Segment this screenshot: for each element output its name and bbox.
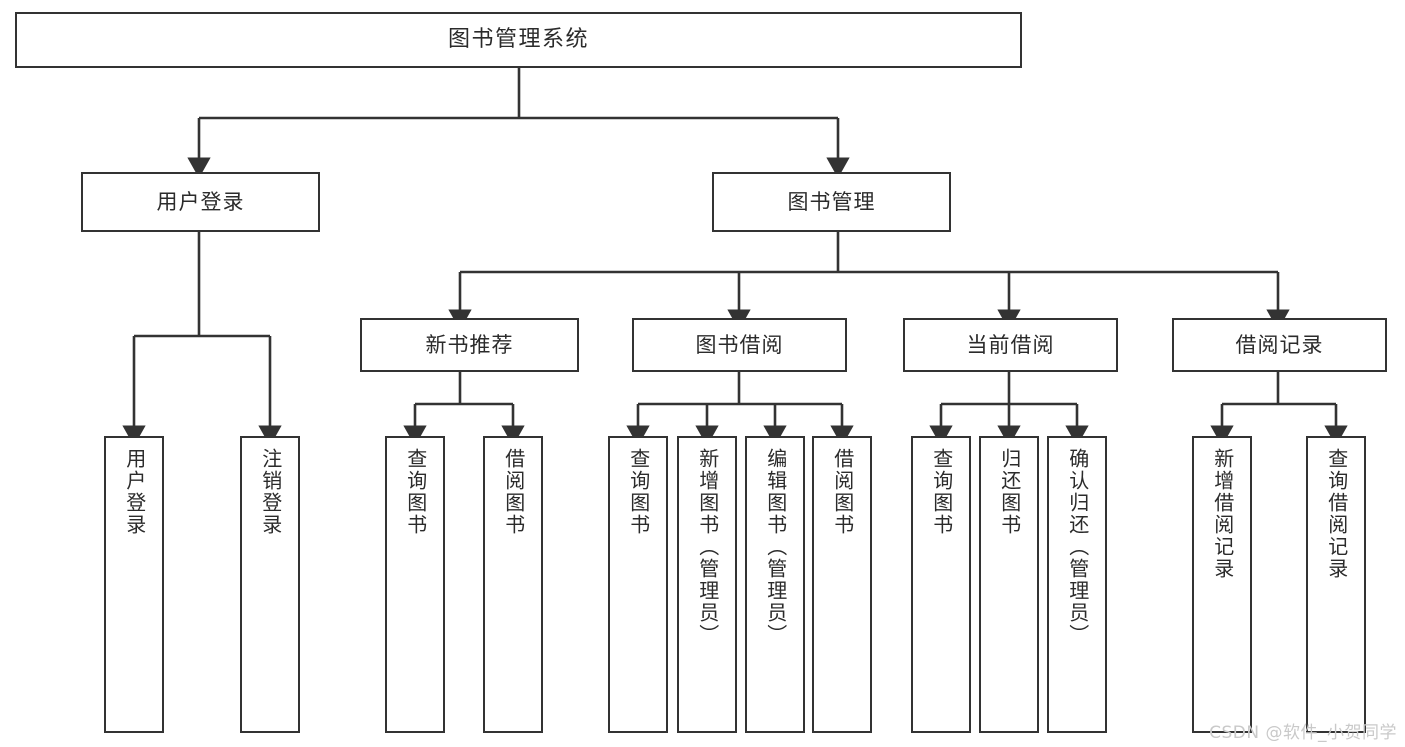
node-label: 新增图书（管理员） [695, 448, 720, 646]
node-leaf-add-book-admin[interactable]: 新增图书（管理员） [677, 436, 737, 733]
node-label: 用户登录 [122, 448, 147, 536]
node-new-book-recommend[interactable]: 新书推荐 [360, 318, 579, 372]
node-leaf-borrow-book-recommend[interactable]: 借阅图书 [483, 436, 543, 733]
node-label: 用户登录 [156, 189, 245, 214]
node-borrow-record[interactable]: 借阅记录 [1172, 318, 1387, 372]
node-book-borrow[interactable]: 图书借阅 [632, 318, 847, 372]
node-label: 借阅图书 [501, 448, 526, 536]
node-leaf-user-login[interactable]: 用户登录 [104, 436, 164, 733]
node-label: 查询借阅记录 [1324, 448, 1349, 580]
node-leaf-confirm-return-admin[interactable]: 确认归还（管理员） [1047, 436, 1107, 733]
node-label: 借阅图书 [830, 448, 855, 536]
node-leaf-return-book[interactable]: 归还图书 [979, 436, 1039, 733]
node-leaf-borrow-book[interactable]: 借阅图书 [812, 436, 872, 733]
node-root-system[interactable]: 图书管理系统 [15, 12, 1022, 68]
node-user-login[interactable]: 用户登录 [81, 172, 320, 232]
node-label: 查询图书 [403, 448, 428, 536]
node-leaf-query-book-recommend[interactable]: 查询图书 [385, 436, 445, 733]
node-leaf-edit-book-admin[interactable]: 编辑图书（管理员） [745, 436, 805, 733]
node-label: 当前借阅 [966, 332, 1055, 357]
node-label: 注销登录 [258, 448, 283, 536]
node-leaf-add-borrow-record[interactable]: 新增借阅记录 [1192, 436, 1252, 733]
node-leaf-logout[interactable]: 注销登录 [240, 436, 300, 733]
node-label: 图书管理系统 [447, 27, 589, 53]
node-leaf-query-borrow-record[interactable]: 查询借阅记录 [1306, 436, 1366, 733]
node-label: 查询图书 [929, 448, 954, 536]
node-label: 新书推荐 [425, 332, 514, 357]
node-leaf-query-book[interactable]: 查询图书 [608, 436, 668, 733]
node-label: 图书管理 [787, 189, 876, 214]
node-book-management[interactable]: 图书管理 [712, 172, 951, 232]
node-label: 归还图书 [997, 448, 1022, 536]
node-leaf-query-book-current[interactable]: 查询图书 [911, 436, 971, 733]
node-label: 新增借阅记录 [1210, 448, 1235, 580]
node-label: 查询图书 [626, 448, 651, 536]
node-label: 编辑图书（管理员） [763, 448, 788, 646]
node-label: 确认归还（管理员） [1065, 448, 1090, 646]
watermark: CSDN @软件_小贺同学 [1209, 723, 1397, 743]
node-label: 借阅记录 [1235, 332, 1324, 357]
node-label: 图书借阅 [695, 332, 784, 357]
node-current-borrow[interactable]: 当前借阅 [903, 318, 1118, 372]
